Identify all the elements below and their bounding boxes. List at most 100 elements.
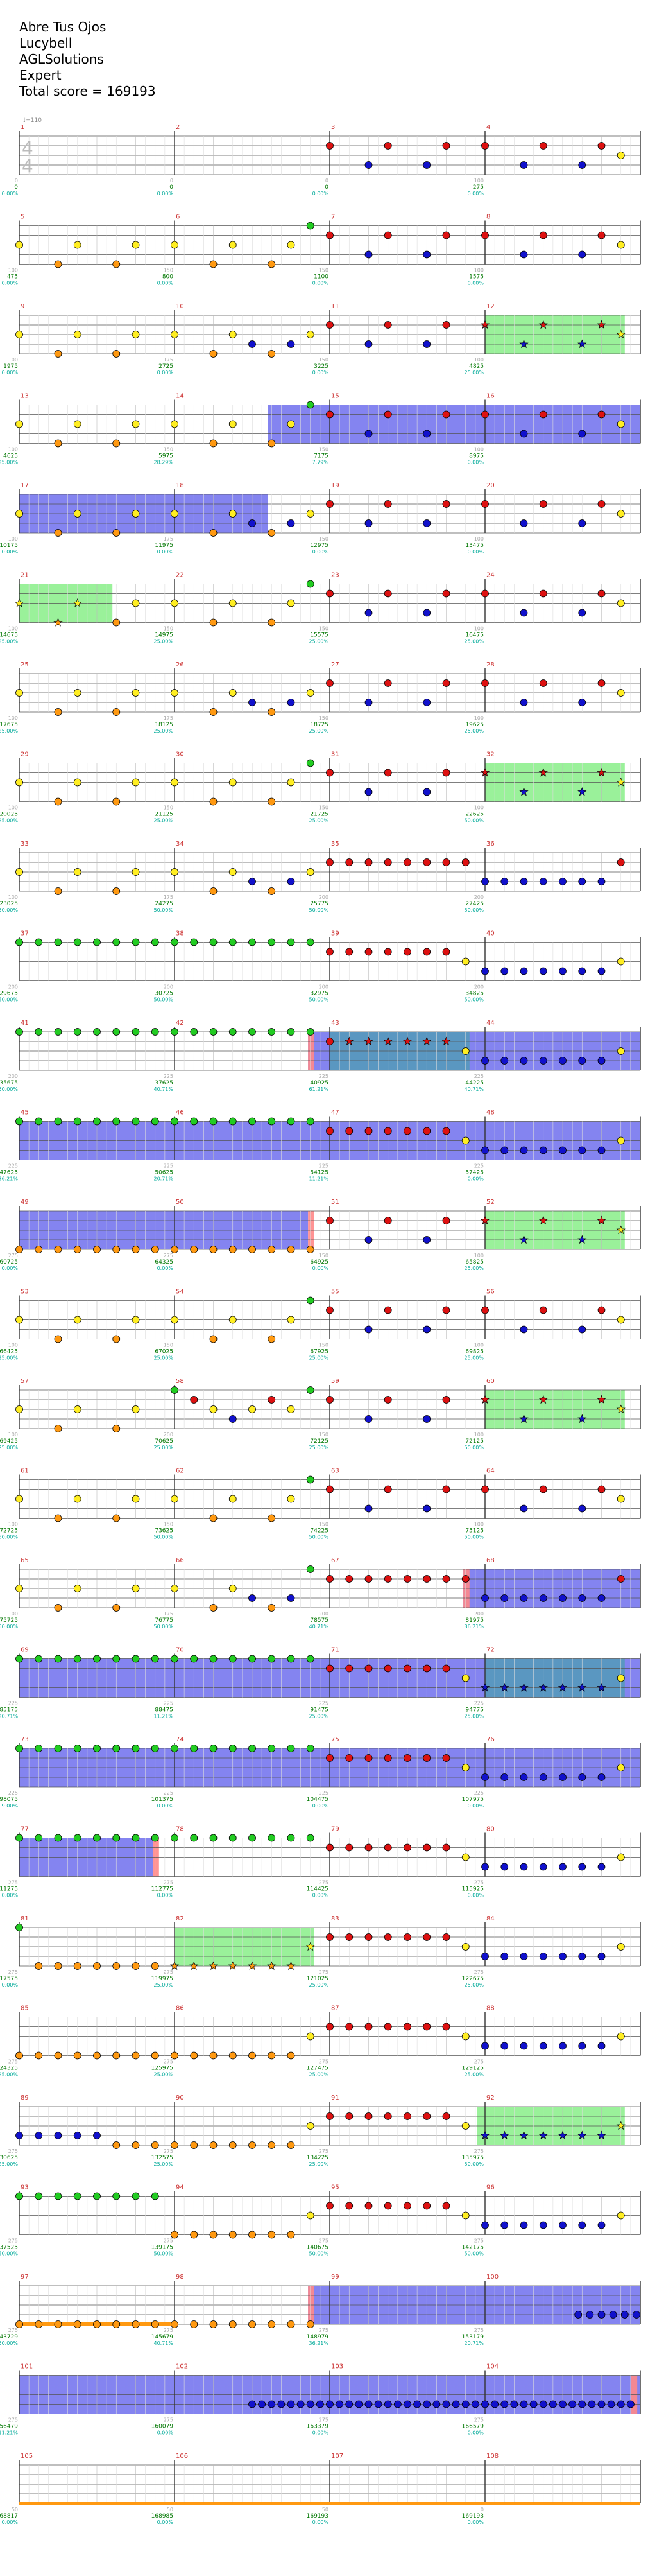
measure-score: 115925 (462, 1886, 484, 1893)
note-gem (73, 2051, 81, 2060)
note-gem (132, 868, 140, 876)
note-gem (287, 2231, 295, 2239)
note-gem (73, 331, 81, 338)
measure-number: 17 (21, 482, 29, 489)
note-gem (228, 1745, 237, 1752)
measure-percent: 36.21% (309, 2340, 328, 2346)
note-gem (35, 938, 43, 946)
measure-number: 81 (21, 1915, 29, 1922)
measure-percent: 0.00% (312, 281, 329, 286)
measure-number: 79 (331, 1826, 339, 1833)
note-gem (384, 858, 392, 866)
note-gem (93, 1117, 101, 1126)
note-gem (306, 868, 314, 876)
measure-percent: 0.00% (157, 191, 174, 196)
note-gem (423, 699, 431, 706)
note-gem (326, 1306, 334, 1314)
note-gem (112, 2141, 121, 2149)
note-gem (384, 1575, 392, 1583)
note-gem (151, 2141, 159, 2149)
note-gem (228, 1495, 237, 1503)
beat-label: 225 (319, 1701, 328, 1707)
measure-percent: 25.00% (464, 1714, 484, 1719)
measure-percent: 50.00% (0, 1086, 18, 1092)
note-gem (520, 1146, 528, 1154)
beat-label: 100 (474, 805, 484, 811)
note-gem (190, 1834, 198, 1842)
star-note (247, 1961, 257, 1971)
note-gem (326, 679, 334, 687)
note-gem (306, 331, 314, 338)
measure-score: 21725 (310, 812, 328, 818)
note-gem (248, 2320, 256, 2328)
star-note (422, 1036, 432, 1046)
note-gem (190, 938, 198, 946)
note-gem (520, 161, 528, 169)
measure-percent: 50.00% (153, 1624, 173, 1630)
measure-percent: 0.00% (312, 2519, 329, 2525)
note-gem (326, 769, 334, 777)
note-gem (93, 938, 101, 946)
note-gem (423, 1843, 431, 1852)
note-gem (54, 1335, 62, 1343)
note-gem (268, 1514, 276, 1522)
measure-percent: 25.00% (0, 728, 18, 734)
note-gem (559, 1863, 567, 1871)
note-gem (384, 142, 392, 150)
measure-number: 2 (176, 124, 180, 131)
measure-number: 46 (176, 1110, 184, 1117)
note-gem (336, 2400, 344, 2408)
note-gem (171, 2320, 178, 2328)
note-gem (209, 260, 218, 268)
note-gem (287, 2141, 295, 2149)
measure-score: 112775 (151, 1886, 173, 1893)
note-gem (151, 2192, 159, 2200)
note-gem (345, 2112, 354, 2120)
note-gem (93, 2051, 101, 2060)
note-gem (539, 1773, 547, 1781)
beat-label: 275 (164, 2059, 173, 2065)
note-gem (345, 1127, 354, 1135)
note-gem (384, 231, 392, 239)
measure-percent: 0.00% (157, 2519, 174, 2525)
beat-label: 225 (474, 1790, 484, 1796)
note-gem (287, 1655, 295, 1663)
measure-score: 22625 (465, 812, 484, 818)
note-gem (248, 1028, 256, 1036)
measure-percent: 25.00% (0, 1355, 18, 1361)
note-gem (73, 1495, 81, 1503)
note-gem (287, 878, 295, 885)
measure-score: 16475 (465, 632, 484, 639)
beat-label: 175 (164, 894, 173, 900)
note-gem (112, 1028, 121, 1036)
measure-percent: 0.00% (468, 1176, 484, 1182)
note-gem (248, 2141, 256, 2149)
measure-number: 97 (21, 2274, 29, 2281)
note-gem (15, 510, 23, 518)
measure-number: 95 (331, 2184, 339, 2191)
note-gem (171, 868, 178, 876)
note-gem (568, 2400, 577, 2408)
note-gem (364, 1575, 373, 1583)
beat-label: 225 (319, 1074, 328, 1079)
note-gem (306, 1296, 314, 1305)
note-gem (132, 510, 140, 518)
beat-label: 275 (164, 2417, 173, 2423)
measure-number: 102 (176, 2363, 188, 2371)
measure-percent: 11.21% (153, 1714, 173, 1719)
note-gem (35, 2192, 43, 2200)
note-gem (364, 1127, 373, 1135)
note-gem (461, 1136, 470, 1145)
note-gem (326, 1933, 334, 1941)
measure-percent: 50.00% (309, 997, 328, 1003)
note-gem (15, 2051, 23, 2060)
measure-percent: 0.00% (157, 1266, 174, 1271)
note-gem (578, 1146, 586, 1154)
note-gem (306, 1028, 314, 1036)
star-note (480, 1215, 490, 1225)
note-gem (287, 1405, 295, 1413)
measure-score: 0 (325, 184, 328, 191)
measure-number: 104 (486, 2363, 499, 2371)
note-gem (617, 1136, 625, 1145)
measure-number: 29 (21, 751, 29, 758)
